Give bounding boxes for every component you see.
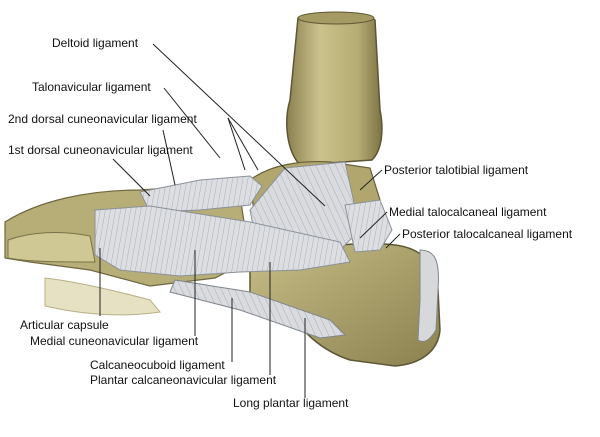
leader-lines bbox=[99, 43, 401, 398]
leader-talonavicular-c bbox=[227, 117, 259, 171]
label-posterior-talocalcaneal-ligament: Posterior talocalcaneal ligament bbox=[402, 227, 573, 241]
label-plantar-calcaneonavicular-ligament: Plantar calcaneonavicular ligament bbox=[90, 373, 277, 387]
leader-posterior-talocalcaneal bbox=[385, 233, 401, 249]
leader-2nd-cuneonavicular bbox=[162, 129, 176, 186]
leader-posterior-talotibial bbox=[359, 169, 383, 191]
label-2nd-dorsal-cuneonavicular-ligament: 2nd dorsal cuneonavicular ligament bbox=[8, 112, 197, 126]
label-deltoid-ligament: Deltoid ligament bbox=[52, 36, 139, 50]
metatarsal-bone-pale bbox=[44, 277, 161, 316]
long-plantar-ligament-shape bbox=[169, 279, 347, 339]
label-medial-talocalcaneal-ligament: Medial talocalcaneal ligament bbox=[389, 205, 547, 219]
leader-deltoid bbox=[152, 43, 326, 207]
label-1st-dorsal-cuneonavicular-ligament: 1st dorsal cuneonavicular ligament bbox=[8, 143, 193, 157]
label-calcaneocuboid-ligament: Calcaneocuboid ligament bbox=[90, 358, 225, 372]
dorsal-ligaments-shape bbox=[139, 175, 263, 213]
calcaneus-posterior-tendon bbox=[417, 249, 439, 343]
tibia-bone bbox=[286, 12, 383, 166]
leader-1st-cuneonavicular bbox=[112, 158, 151, 197]
leader-medial-talocalcaneal bbox=[359, 211, 388, 239]
label-posterior-talotibial-ligament: Posterior talotibial ligament bbox=[384, 163, 529, 177]
plantar-ligaments-shape bbox=[94, 205, 351, 277]
label-medial-cuneonavicular-ligament: Medial cuneonavicular ligament bbox=[30, 334, 199, 348]
posterior-talocalcaneal-shape bbox=[344, 199, 393, 253]
label-talonavicular-ligament: Talonavicular ligament bbox=[32, 80, 151, 94]
leader-talonavicular-a bbox=[163, 87, 221, 159]
label-long-plantar-ligament: Long plantar ligament bbox=[233, 396, 349, 410]
first-metatarsal bbox=[7, 232, 96, 263]
tibia-top-surface bbox=[297, 11, 375, 25]
label-articular-capsule: Articular capsule bbox=[20, 318, 109, 332]
leader-talonavicular-b bbox=[227, 117, 246, 171]
